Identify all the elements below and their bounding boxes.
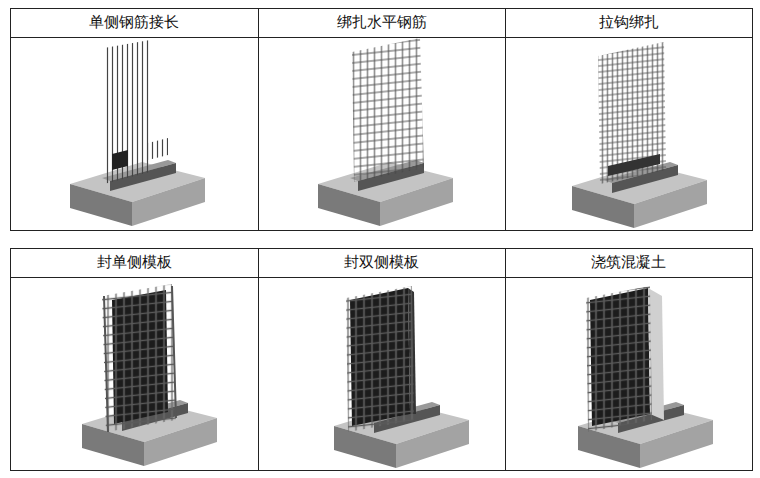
- table-cell-header: 封单侧模板: [97, 255, 172, 270]
- table-cell-header: 绑扎水平钢筋: [337, 15, 427, 30]
- table-cell-header: 封双侧模板: [344, 255, 419, 270]
- table-cell-header: 拉钩绑扎: [599, 15, 659, 30]
- table-cell-header: 单侧钢筋接长: [89, 15, 179, 30]
- table-cell-header: 浇筑混凝土: [591, 255, 666, 270]
